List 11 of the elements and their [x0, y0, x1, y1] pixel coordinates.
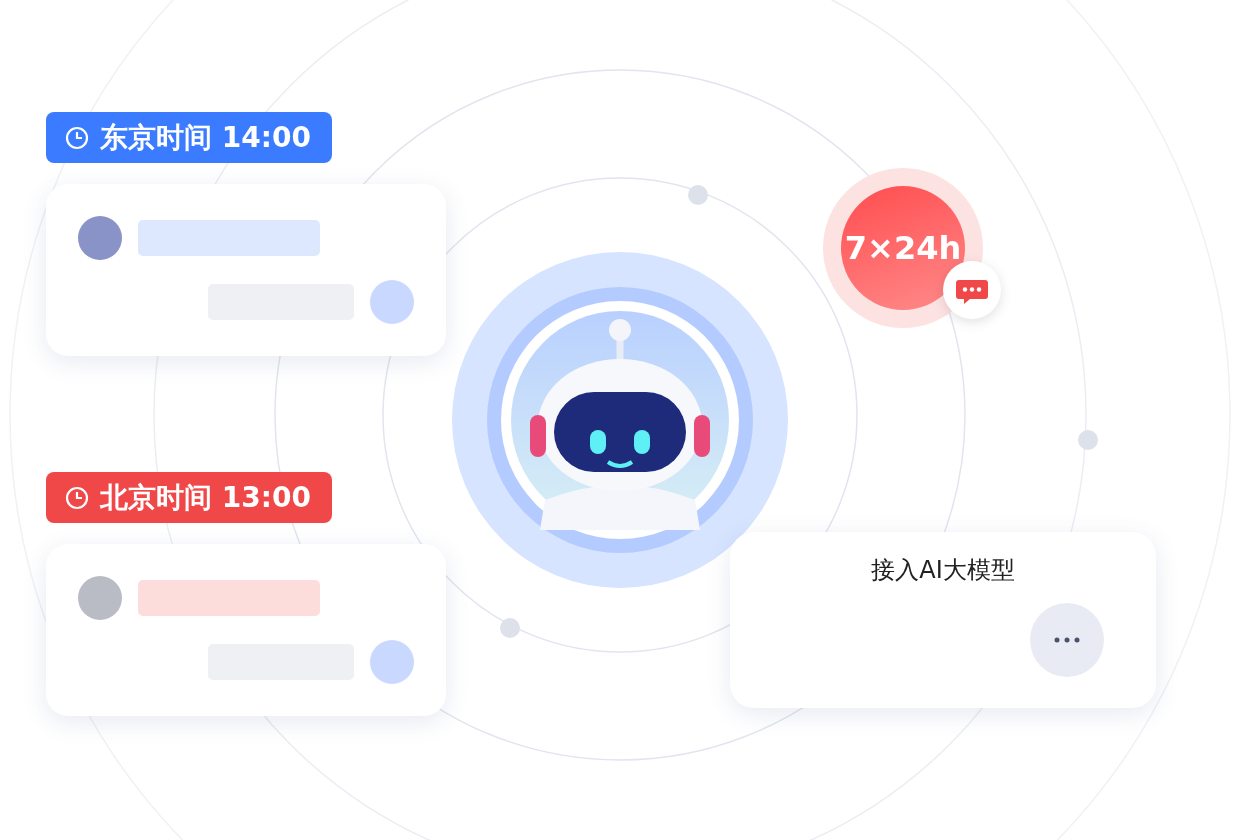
time-badge	[46, 472, 332, 523]
message-bar	[138, 580, 320, 616]
message-bar	[138, 220, 320, 256]
time-badge	[46, 112, 332, 163]
model-card	[730, 532, 1156, 708]
chat-card	[46, 544, 446, 716]
service-label: 7×24h	[844, 229, 962, 267]
card-title: 接入AI大模型	[870, 555, 1016, 586]
time-label: 东京时间 14:00	[100, 119, 311, 156]
time-label: 北京时间 13:00	[100, 479, 311, 516]
chat-card	[46, 184, 446, 356]
